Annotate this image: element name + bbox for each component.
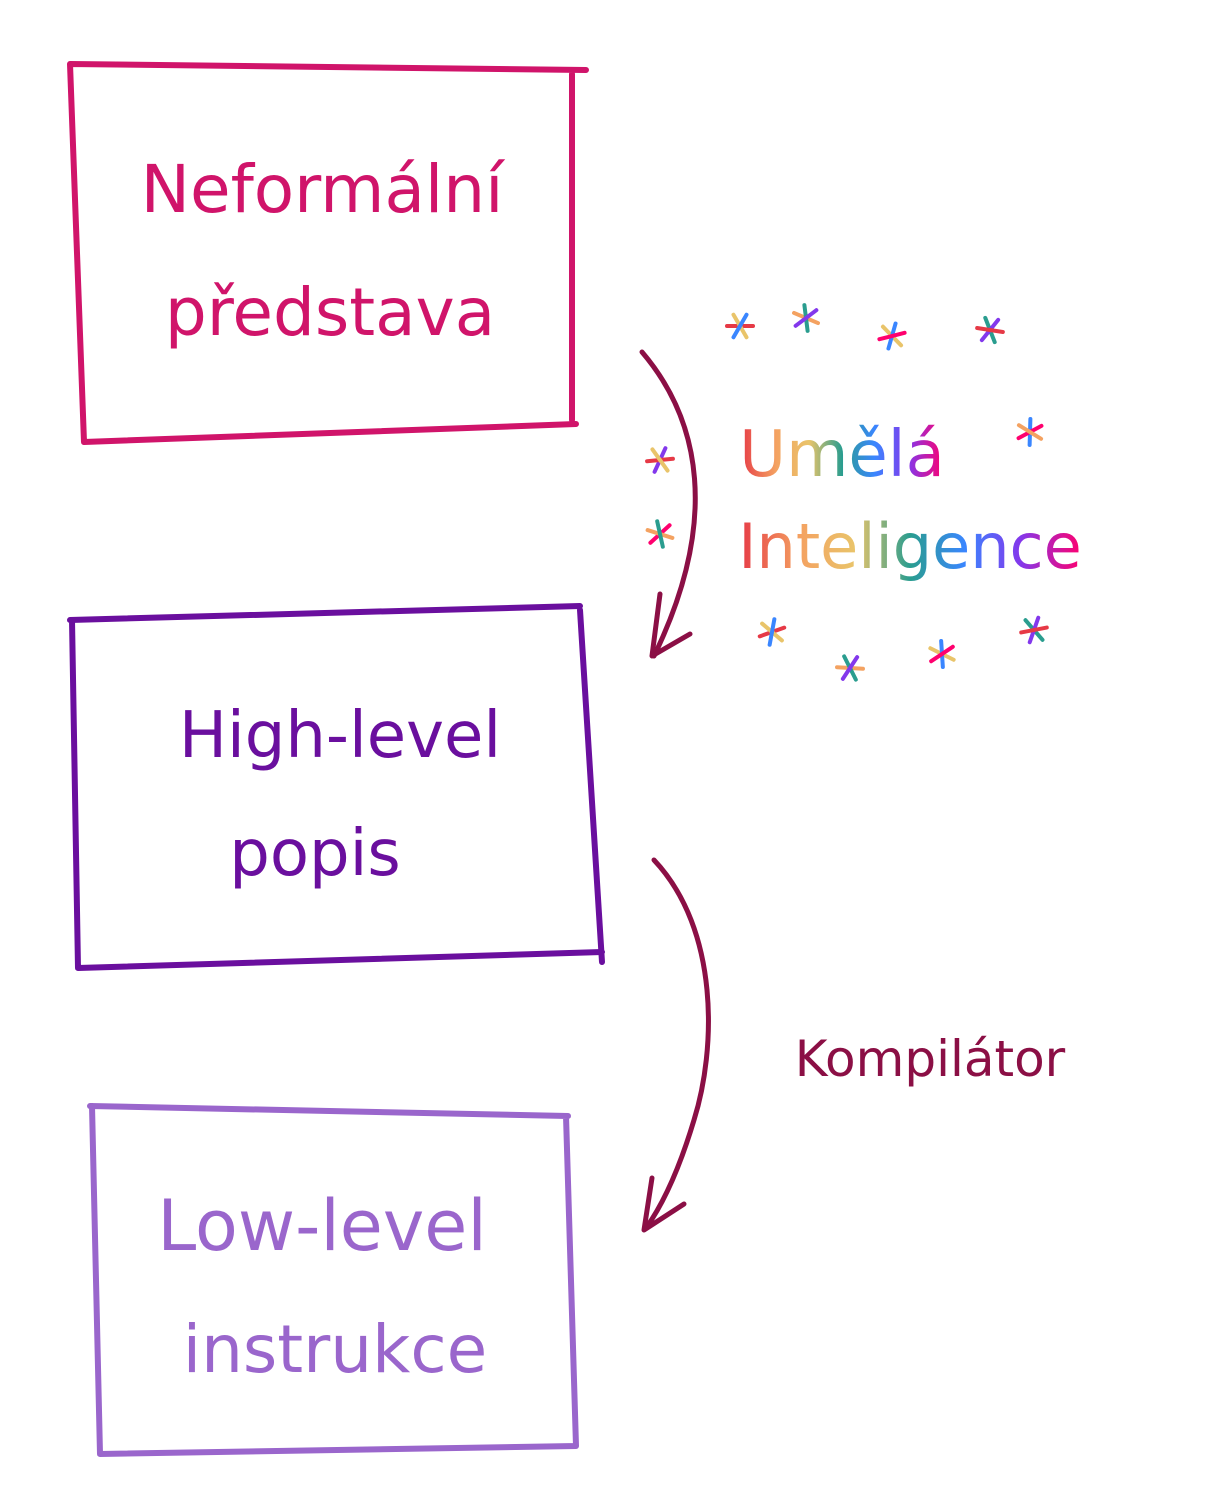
box-low-level-line1: Low-level xyxy=(157,1185,487,1267)
sparkle-icon xyxy=(975,315,1005,345)
sparkle-icon xyxy=(928,639,956,669)
box-low-level-instructions: Low-level instrukce xyxy=(87,1103,579,1457)
sparkle-icon xyxy=(877,321,907,351)
arrow-compiler: Kompilátor xyxy=(641,857,1066,1233)
sparkle-icon xyxy=(757,617,787,647)
box-informal-idea-line2: představa xyxy=(165,274,495,351)
arrow-ai-curve xyxy=(639,349,698,659)
box-high-level-line2: popis xyxy=(229,817,401,891)
ai-label: Umělá Inteligence xyxy=(645,303,1082,682)
box-high-level-line1: High-level xyxy=(179,699,501,773)
box-informal-idea-frame xyxy=(67,61,589,445)
box-informal-idea-line1: Neformální xyxy=(141,151,506,228)
sparkle-icon xyxy=(1019,615,1049,645)
arrow-compiler-head xyxy=(641,1175,687,1233)
ai-label-line2: Inteligence xyxy=(738,510,1082,583)
arrow-ai-head xyxy=(649,591,693,659)
ai-label-line1: Umělá xyxy=(739,418,945,492)
sparkle-icon xyxy=(835,654,865,682)
arrow-compiler-curve xyxy=(643,857,711,1231)
box-low-level-line2: instrukce xyxy=(183,1311,488,1388)
compiler-label: Kompilátor xyxy=(795,1030,1066,1088)
sparkle-icon xyxy=(645,446,675,474)
sparkle-icon xyxy=(1016,417,1044,447)
sparkle-icon xyxy=(645,519,675,549)
box-low-level-frame xyxy=(87,1103,579,1457)
box-high-level-frame xyxy=(67,603,605,971)
sparkle-decorations xyxy=(645,303,1049,682)
box-informal-idea: Neformální představa xyxy=(67,61,589,445)
arrow-ai xyxy=(639,349,698,659)
sparkle-icon xyxy=(792,303,820,333)
box-high-level-description: High-level popis xyxy=(67,603,605,971)
sparkle-icon xyxy=(725,312,755,340)
